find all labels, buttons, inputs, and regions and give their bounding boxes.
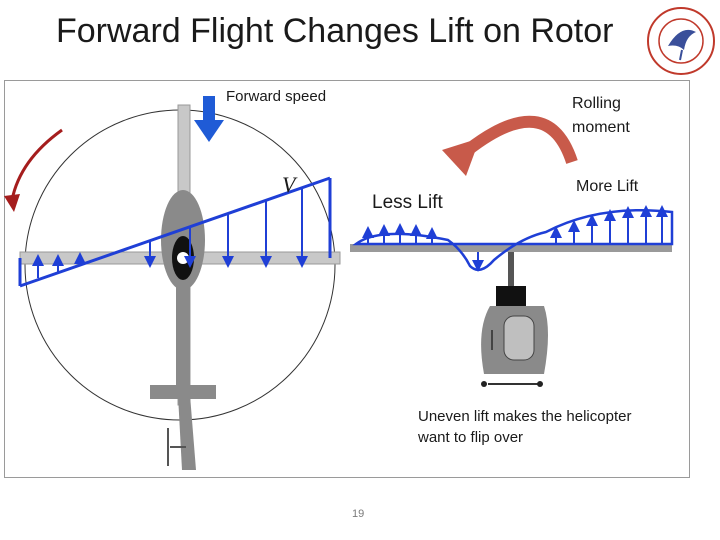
- diagram-frame: [4, 80, 690, 478]
- page-number: 19: [352, 508, 365, 520]
- forward-speed-label: Forward speed: [226, 88, 327, 105]
- forward-speed-arrow: [194, 96, 224, 142]
- rolling-moment-label: Rolling moment: [572, 95, 630, 136]
- helicopter-top-view: [19, 104, 341, 470]
- velocity-distribution: [18, 176, 332, 288]
- helicopter-front-view: [481, 252, 548, 387]
- ahs-logo: [647, 7, 715, 75]
- side-view-rotor: [350, 205, 674, 272]
- velocity-symbol: V: [282, 172, 296, 197]
- slide-title: Forward Flight Changes Lift on Rotor: [56, 12, 614, 50]
- rotation-arrow: [4, 128, 63, 212]
- more-lift-label: More Lift: [576, 178, 639, 195]
- less-lift-label: Less Lift: [372, 192, 443, 213]
- uneven-lift-caption: Uneven lift makes the helicopter want to…: [418, 408, 632, 446]
- rolling-moment-arrow: [442, 115, 578, 176]
